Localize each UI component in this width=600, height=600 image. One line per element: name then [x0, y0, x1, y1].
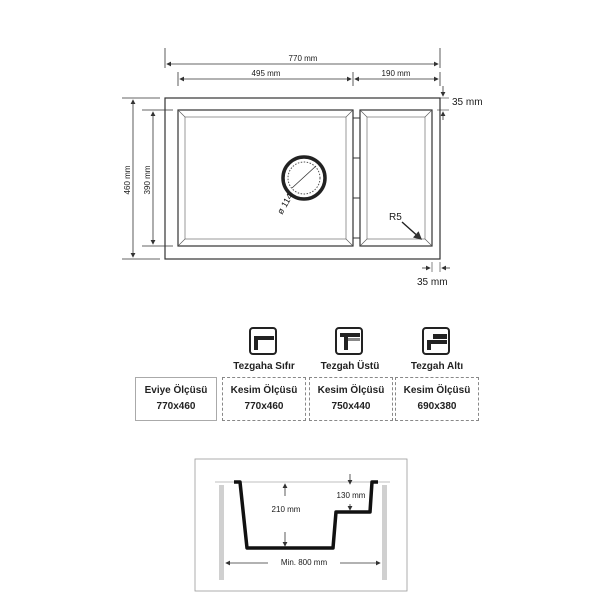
flush-mount-icon [249, 327, 277, 355]
sink-size-value: 770x460 [156, 401, 196, 412]
drainer-width-label: 190 mm [382, 69, 411, 78]
cut-size-label: Kesim Ölçüsü [230, 385, 298, 396]
min-cabinet-label: Min. 800 mm [281, 558, 328, 567]
cut-size-box-flush: Kesim Ölçüsü 770x460 [222, 377, 306, 421]
corner-radius-label: R5 [389, 212, 402, 223]
edge-bottom-label: 35 mm [417, 277, 448, 288]
bowl-depth-section-label: 210 mm [272, 505, 301, 514]
drainer-depth-section-label: 130 mm [337, 491, 366, 500]
total-depth-label: 460 mm [123, 165, 132, 194]
sink-profile [234, 480, 378, 550]
edge-top-label: 35 mm [452, 97, 483, 108]
bowl-width-label: 495 mm [252, 69, 281, 78]
bowl-outline [177, 109, 354, 247]
cut-size-value: 770x460 [244, 401, 284, 412]
top-mount-icon [335, 327, 363, 355]
cut-size-value: 750x440 [331, 401, 371, 412]
sink-size-label: Eviye Ölçüsü [144, 385, 208, 396]
cut-size-value: 690x380 [417, 401, 457, 412]
under-mount-icon [422, 327, 450, 355]
total-width-label: 770 mm [289, 54, 318, 63]
mount-option-flush-label: Tezgaha Sıfır [233, 361, 295, 372]
mount-option-top-label: Tezgah Üstü [320, 361, 380, 372]
cut-size-label: Kesim Ölçüsü [317, 385, 385, 396]
cut-size-box-top: Kesim Ölçüsü 750x440 [309, 377, 393, 421]
drainer-outline [359, 109, 433, 247]
mount-option-under-label: Tezgah Altı [410, 361, 464, 372]
cut-size-label: Kesim Ölçüsü [403, 385, 471, 396]
sink-size-box: Eviye Ölçüsü 770x460 [135, 377, 217, 421]
drain-hole [281, 155, 327, 201]
bowl-depth-label: 390 mm [143, 165, 152, 194]
drain-diameter-label: ø 114 [275, 192, 295, 216]
sink-outline [164, 97, 441, 260]
cut-size-box-under: Kesim Ölçüsü 690x380 [395, 377, 479, 421]
cabinet-section-frame [194, 458, 408, 592]
